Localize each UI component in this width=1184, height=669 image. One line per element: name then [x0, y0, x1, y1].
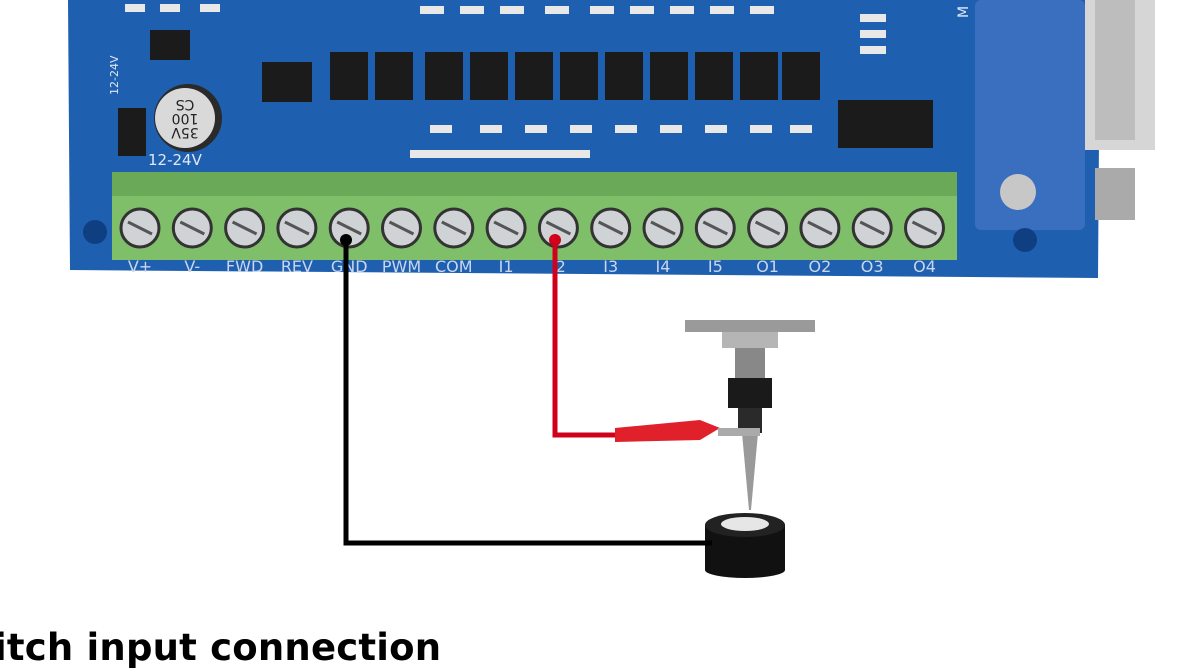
optocoupler-row [118, 30, 933, 156]
terminal-label: V- [184, 257, 200, 276]
svg-text:35V: 35V [171, 124, 199, 140]
tool-bit [742, 433, 758, 510]
mount-hole [83, 220, 107, 244]
screw-slot [127, 220, 153, 236]
terminal-label: O4 [913, 257, 936, 276]
terminal-label: I3 [603, 257, 618, 276]
terminal-label: I5 [708, 257, 723, 276]
side-label: M [956, 6, 972, 18]
terminal-label: FWD [226, 257, 263, 276]
screw-slot [493, 220, 519, 236]
terminal-label: COM [435, 257, 473, 276]
terminal-label: V+ [128, 257, 152, 276]
terminal-label: REV [281, 257, 313, 276]
terminal-label: O2 [809, 257, 832, 276]
touch-plate [705, 513, 785, 578]
power-label-bottom: 12-24V [148, 151, 203, 169]
spindle [685, 320, 815, 510]
red-wire [552, 240, 620, 438]
db-connector [975, 0, 1155, 230]
alligator-clip [615, 420, 760, 442]
mount-hole [1013, 228, 1037, 252]
screw-slot [179, 220, 205, 236]
screw-slot [598, 220, 624, 236]
terminal-label: PWM [382, 257, 421, 276]
terminal-label: GND [331, 257, 368, 276]
screw-slot [284, 220, 310, 236]
smd-resistors [125, 4, 886, 158]
screw-slot [441, 220, 467, 236]
screw-slot [545, 220, 572, 236]
svg-text:100: 100 [172, 110, 199, 126]
screw-slot [911, 220, 938, 236]
screw-slot [650, 220, 676, 236]
screw-slot [231, 220, 258, 236]
screw-slot [336, 220, 362, 236]
screw-slot [754, 220, 781, 236]
terminal-label: I4 [656, 257, 671, 276]
svg-text:CS: CS [176, 96, 195, 112]
capacitor: 35V 100 CS [154, 84, 222, 152]
caption-heading: itch input connection [0, 626, 442, 669]
terminal-label: O1 [756, 257, 779, 276]
screw-slot [859, 220, 885, 236]
black-wire [343, 240, 712, 546]
terminal-label: I1 [499, 257, 514, 276]
power-label-top: 12-24V [108, 55, 121, 95]
terminal-screws [119, 207, 945, 249]
screw-slot [702, 220, 728, 236]
screw-slot [388, 220, 415, 236]
screw-slot [807, 220, 833, 236]
terminal-label: O3 [861, 257, 884, 276]
